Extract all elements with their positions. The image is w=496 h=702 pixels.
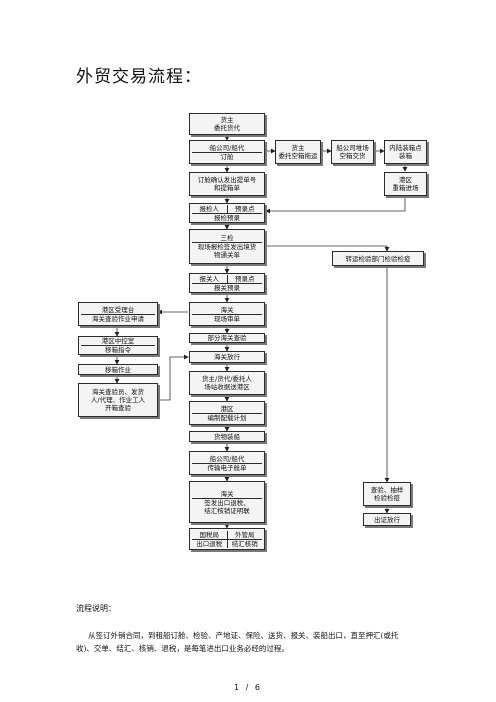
box-label: 港区中控室 [101, 337, 135, 345]
flow-box-carrier-yard: 船公司堆场 空箱交货 [331, 140, 374, 164]
flow-box-port-dispatch: 港区受理台 海关查验作业申请 [78, 302, 158, 326]
box-label: 空箱交货 [339, 152, 366, 160]
flow-box-sample-check: 查验、抽样 检验检疫 [363, 482, 411, 506]
description-label: 流程说明： [76, 604, 116, 613]
flow-box-carrier-booking: 船公司/船代 订舱 [189, 140, 265, 164]
flow-box-ciq: 三检 现场报检签发出境货 物通关单 [189, 229, 265, 264]
flow-box-customs-docs: 海关 签发出口退税、 结汇核销证明联 [189, 481, 265, 523]
flow-box-booking-confirm: 订舱确认发出提单号 和提箱单 [189, 172, 265, 196]
box-label: 船公司/船代 [209, 454, 245, 463]
box-label: 重箱进场 [392, 184, 419, 192]
flow-box-shipper-container: 货主 委托空箱拖运 [275, 140, 321, 164]
box-label: 货物装船 [214, 432, 240, 441]
box-label: 现场报检签发出境货 [197, 243, 257, 251]
box-label: 转运检验部门检验检疫 [345, 254, 411, 263]
box-label: 海关 [220, 489, 234, 498]
box-label: 场站收据送港区 [204, 383, 250, 391]
connector [264, 245, 390, 252]
box-label: 港区 [399, 176, 412, 184]
box-label: 报检预录 [214, 213, 240, 222]
box-label: 订舱确认发出提单号 [197, 176, 257, 184]
flow-box-move-box: 移箱作业 [78, 364, 158, 375]
flow-box-manifest: 船公司/船代 传输电子舱单 [189, 451, 265, 475]
flow-box-release-cert: 出证放行 [363, 513, 411, 526]
flow-box-yard-control: 港区中控室 移箱指令 [78, 336, 158, 355]
box-label: 港区受理台 [101, 305, 135, 314]
box-label: 船公司堆场 [336, 144, 369, 152]
box-label: 移箱指令 [105, 346, 131, 354]
box-label: 委托货代 [214, 124, 240, 132]
box-label: 海关放行 [214, 353, 240, 361]
flow-box-delivery: 货主/货代/委托人 场站收据送港区 [189, 371, 265, 395]
page-number: 1 / 6 [234, 683, 262, 692]
box-label: 出证放行 [374, 515, 400, 524]
box-label: 预录点 [226, 204, 263, 213]
box-label: 报检人 [199, 204, 220, 213]
box-label: 货主 [291, 144, 305, 152]
box-label: 报关预录 [214, 283, 240, 292]
box-label: 预录点 [226, 274, 263, 283]
box-label: 港区 [220, 404, 234, 413]
box-label: 内陆装箱点 [389, 144, 422, 152]
flow-box-inspect-crew: 海关查验员、发货 人/代理、作业工人 开箱查验 [78, 383, 158, 417]
box-label: 国税局 [199, 530, 220, 539]
description-text: 从签订外销合同，到租船订舱、检验、产地证、保险、送货、报关、装船出口，直至押汇(… [76, 631, 399, 653]
flow-box-inland-depot: 内陆装箱点 装箱 [384, 140, 427, 164]
box-label: 和提箱单 [214, 184, 240, 192]
box-label: 出口退税 [196, 539, 223, 548]
box-label: 开箱查验 [105, 404, 131, 412]
box-label: 部分海关查验 [207, 334, 247, 342]
box-label: 海关查验员、发货 [92, 388, 144, 396]
flow-box-yard-heavy: 港区 重箱进场 [384, 172, 427, 196]
flow-box-shipper: 货主 委托货代 [189, 113, 265, 135]
box-label: 委托空箱拖运 [278, 152, 318, 160]
flow-box-loading: 货物装船 [189, 431, 265, 442]
flow-box-pre-inspect: 报检人 预录点 报检预录 [189, 203, 265, 223]
box-label: 编制配载计划 [207, 413, 247, 422]
page-title: 外贸交易流程： [76, 67, 202, 87]
flow-box-port-plan: 港区 编制配载计划 [189, 401, 265, 425]
box-label: 货主/货代/委托人 [202, 375, 252, 383]
box-label: 人/代理、作业工人 [90, 396, 146, 404]
box-label: 订舱 [220, 152, 234, 161]
flow-box-customs-release: 海关放行 [189, 351, 265, 363]
box-label: 查验、抽样 [370, 486, 404, 494]
flow-connectors [114, 135, 408, 529]
connector [265, 196, 406, 214]
box-label: 签发出口退税、 [204, 498, 250, 507]
box-label: 船公司/船代 [209, 143, 245, 152]
box-label: 海关查验作业申请 [92, 314, 144, 323]
box-label: 检验检疫 [374, 494, 400, 502]
flow-box-customs-pre: 报关人 预录点 报关预录 [189, 273, 265, 293]
box-label: 现场审单 [214, 314, 240, 323]
flow-box-quarantine: 转运检验部门检验检疫 [332, 251, 424, 266]
flow-box-partial-inspect: 部分海关查验 [189, 333, 265, 343]
box-label: 移箱作业 [105, 365, 131, 374]
box-label: 报关人 [199, 274, 220, 283]
box-label: 结汇核销 [226, 539, 263, 548]
connector [158, 354, 189, 401]
box-label: 外管局 [226, 530, 263, 539]
box-label: 物通关单 [214, 251, 240, 259]
box-label: 海关 [220, 305, 234, 314]
box-label: 三检 [220, 234, 234, 242]
flow-box-customs-review: 海关 现场审单 [189, 302, 265, 326]
flow-box-bureaus: 国税局 外管局 出口退税 结汇核销 [189, 528, 265, 550]
box-label: 装箱 [399, 152, 412, 160]
box-label: 结汇核销证明联 [204, 506, 250, 515]
box-label: 货主 [220, 116, 234, 124]
box-label: 传输电子舱单 [207, 463, 247, 472]
